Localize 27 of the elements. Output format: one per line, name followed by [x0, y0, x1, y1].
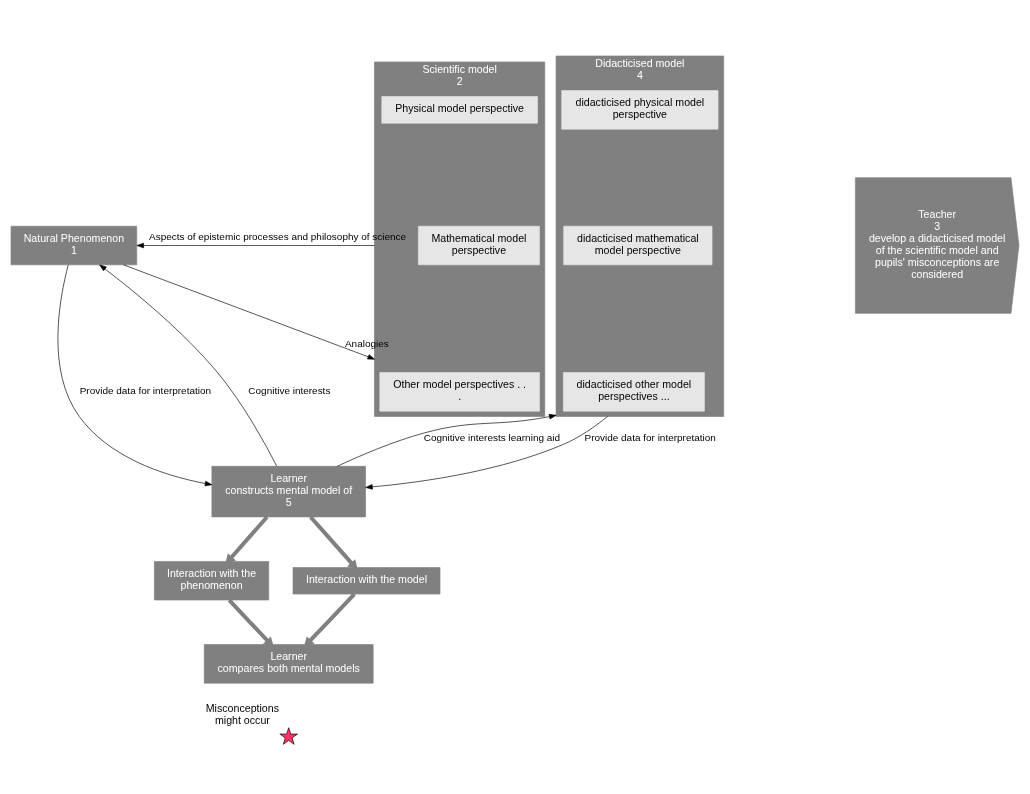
- edge-label: Cognitive interests: [248, 384, 331, 396]
- arrow: [309, 515, 358, 570]
- arrow: [227, 598, 275, 648]
- node-box: Physical model perspective: [381, 95, 538, 123]
- arrow: [303, 592, 356, 648]
- node-box: Interaction with the phenomenon: [154, 560, 270, 600]
- node-box: Mathematical model perspective: [418, 225, 540, 265]
- arrow: [123, 264, 375, 359]
- node-box: Interaction with the model: [292, 566, 441, 594]
- arrow: [225, 515, 269, 565]
- node-box: didacticised physical model perspective: [561, 89, 719, 129]
- arrow: [99, 264, 277, 466]
- arrow: [365, 415, 608, 489]
- node-box: Learner compares both mental models: [203, 643, 374, 683]
- edge-label: Provide data for interpretation: [79, 384, 212, 396]
- arrow: [336, 413, 557, 467]
- legend-label: Misconceptions might occur: [205, 701, 280, 726]
- arrow: [57, 264, 213, 486]
- node-box: Natural Phenomenon 1: [10, 225, 138, 265]
- edge-label: Analogies: [344, 337, 389, 349]
- node-box: didacticised other model perspectives ...: [563, 371, 705, 411]
- arrow: [136, 242, 375, 248]
- node-box: Learner constructs mental model of 5: [211, 465, 366, 517]
- node-box: didacticised mathematical model perspective: [563, 225, 713, 265]
- edge-label: Cognitive interests learning aid: [423, 431, 561, 443]
- edge-label: Provide data for interpretation: [584, 431, 716, 443]
- node-box: Other model perspectives . . .: [379, 371, 540, 411]
